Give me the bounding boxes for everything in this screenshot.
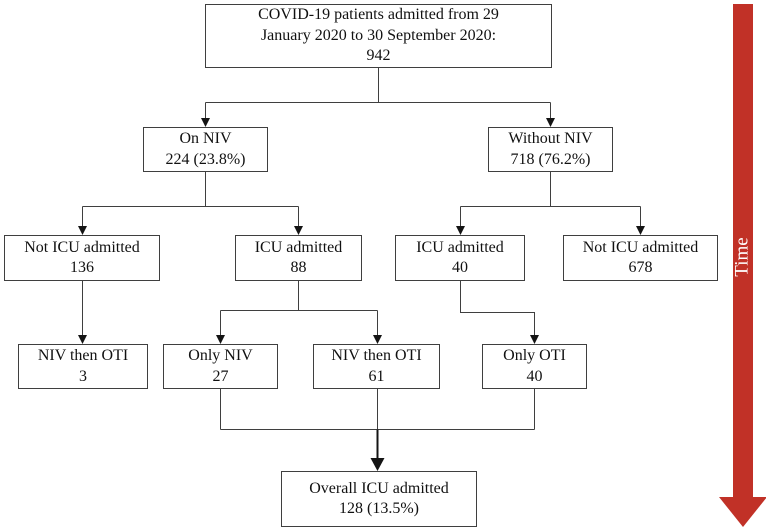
node-label: Only NIV xyxy=(188,347,253,365)
node-label: Without NIV xyxy=(508,130,593,148)
node-noniv-icu-admitted: ICU admitted 40 xyxy=(395,235,525,281)
node-value: 128 (13.5%) xyxy=(339,500,419,517)
node-label: Overall ICU admitted xyxy=(309,479,449,497)
node-value: 27 xyxy=(212,367,229,385)
connector-merge-bar xyxy=(220,389,535,430)
arrowhead-niv-not-icu xyxy=(78,226,87,235)
node-value: 40 xyxy=(526,367,543,385)
node-only-niv: Only NIV 27 xyxy=(163,344,278,389)
node-root-line1: COVID-19 patients admitted from 29 xyxy=(258,6,499,24)
arrowhead-only-niv xyxy=(216,335,225,344)
node-overall-icu-admitted: Overall ICU admitted 128 (13.5%) xyxy=(281,471,477,527)
connector-icu40-to-only-oti xyxy=(460,281,535,338)
node-root-line2: January 2020 to 30 September 2020: xyxy=(260,26,497,44)
node-without-niv: Without NIV 718 (76.2%) xyxy=(488,127,613,172)
arrowhead-only-oti xyxy=(530,335,539,344)
time-arrow-shaft xyxy=(733,4,753,498)
node-label: Not ICU admitted xyxy=(582,238,699,256)
node-label: On NIV xyxy=(179,130,232,148)
node-value: 88 xyxy=(290,259,307,276)
node-only-oti: Only OTI 40 xyxy=(482,344,587,389)
time-arrowhead-icon xyxy=(719,497,766,527)
time-axis: Time xyxy=(732,217,753,297)
node-noniv-not-icu-admitted: Not ICU admitted 678 xyxy=(563,235,718,281)
node-niv-then-oti-ward: NIV then OTI 3 xyxy=(18,344,148,389)
node-value: 224 (23.8%) xyxy=(165,150,246,168)
arrowhead-niv-icu xyxy=(294,226,303,235)
node-value: 40 xyxy=(452,259,468,276)
time-label: Time xyxy=(732,237,753,277)
connector-root-split xyxy=(205,68,551,121)
node-root: COVID-19 patients admitted from 29 Janua… xyxy=(205,4,552,68)
arrowhead-on-niv xyxy=(201,118,210,127)
node-root-value: 942 xyxy=(366,47,391,65)
node-label: Only OTI xyxy=(503,347,566,365)
node-on-niv: On NIV 224 (23.8%) xyxy=(143,127,268,172)
connector-icu88-split xyxy=(220,281,378,338)
node-value: 61 xyxy=(368,367,385,385)
node-value: 678 xyxy=(628,259,653,276)
node-niv-not-icu-admitted: Not ICU admitted 136 xyxy=(4,235,160,281)
node-value: 718 (76.2%) xyxy=(510,150,591,168)
node-label: Not ICU admitted xyxy=(24,238,140,256)
node-niv-icu-admitted: ICU admitted 88 xyxy=(235,235,362,281)
arrowheads xyxy=(78,118,645,471)
arrowhead-without-niv xyxy=(546,118,555,127)
node-label: ICU admitted xyxy=(416,238,504,256)
arrowhead-noniv-icu xyxy=(456,226,465,235)
arrowhead-niv-then-oti-icu xyxy=(373,335,382,344)
node-niv-then-oti-icu: NIV then OTI 61 xyxy=(313,344,440,389)
node-value: 136 xyxy=(70,259,94,276)
arrowhead-overall-icu xyxy=(370,458,385,471)
node-label: NIV then OTI xyxy=(37,347,129,365)
connector-without-niv-split xyxy=(460,172,641,229)
node-value: 3 xyxy=(79,367,87,385)
arrowhead-niv-then-oti-ward xyxy=(78,335,87,344)
node-label: NIV then OTI xyxy=(331,347,422,365)
connector-on-niv-split xyxy=(82,172,299,229)
arrowhead-noniv-not-icu xyxy=(636,226,645,235)
node-label: ICU admitted xyxy=(254,238,343,256)
